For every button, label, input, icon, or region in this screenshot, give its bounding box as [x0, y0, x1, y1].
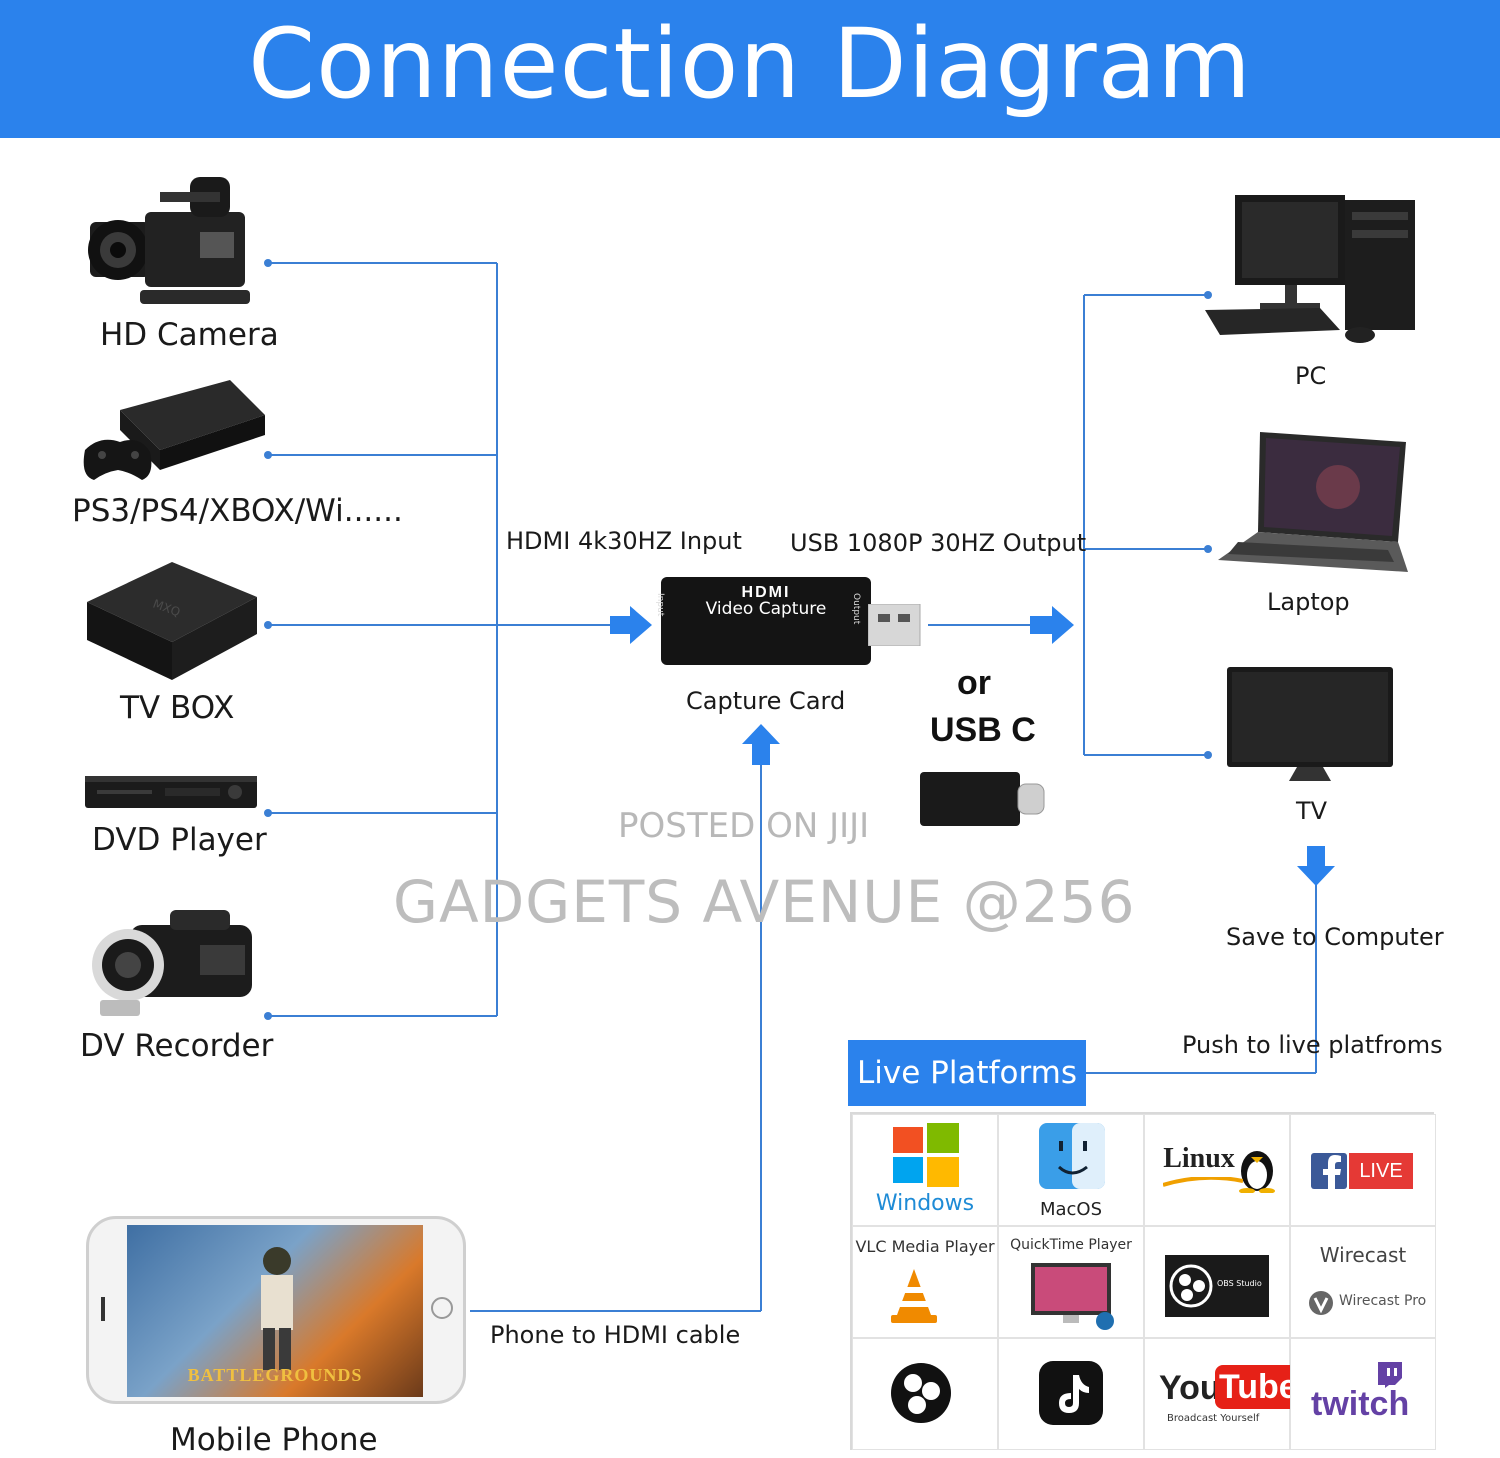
push-to-live-label: Push to live platfroms — [1182, 1031, 1443, 1059]
capture-card-label: Capture Card — [686, 687, 846, 715]
live-platforms-header: Live Platforms — [848, 1040, 1086, 1106]
tv-icon — [1227, 667, 1393, 781]
vlc-label: VLC Media Player — [855, 1237, 995, 1256]
platform-obs — [852, 1338, 998, 1450]
live-platforms-grid: Windows MacOS Linux LIVE — [850, 1112, 1436, 1450]
platform-youtube: You Tube Broadcast Yourself — [1144, 1338, 1302, 1450]
platform-quicktime: QuickTime Player — [998, 1226, 1144, 1338]
input-label-hd-camera: HD Camera — [100, 317, 279, 353]
input-label-console: PS3/PS4/XBOX/Wi...... — [72, 493, 403, 529]
phone-cable-label: Phone to HDMI cable — [490, 1321, 741, 1349]
input-label-tv-box: TV BOX — [120, 690, 235, 726]
facebook-icon — [1311, 1153, 1347, 1189]
capture-card-text: Video Capture — [705, 599, 827, 619]
output-spec-label: USB 1080P 30HZ Output — [790, 529, 1087, 557]
output-label-tv: TV — [1296, 797, 1328, 825]
platform-facebook-live: LIVE — [1290, 1114, 1436, 1226]
phone-game-title: BATTLEGROUNDS — [187, 1365, 363, 1385]
platform-macos: MacOS — [998, 1114, 1144, 1226]
usb-c-adapter-icon — [920, 772, 1045, 826]
phone-speaker — [101, 1297, 105, 1321]
linux-tux-icon — [1239, 1151, 1275, 1193]
wirecast-pro-label: Wirecast Pro — [1339, 1293, 1427, 1309]
or-label: or — [957, 664, 991, 702]
quicktime-monitor-icon — [1031, 1263, 1114, 1330]
input-label-dvd: DVD Player — [92, 822, 267, 858]
dvd-player-icon — [85, 776, 257, 808]
platform-linux: Linux — [1144, 1114, 1290, 1226]
obs-logo-icon — [891, 1363, 951, 1423]
platform-vlc: VLC Media Player — [852, 1226, 998, 1338]
usb-c-label: USB C — [930, 711, 1036, 749]
mobile-phone-device: BATTLEGROUNDS — [86, 1216, 466, 1404]
watermark-gadgets: GADGETS AVENUE @256 — [393, 868, 1136, 936]
linux-label: Linux — [1163, 1143, 1235, 1174]
youtube-you: You — [1159, 1369, 1221, 1407]
phone-home-button — [431, 1297, 453, 1319]
platform-twitch: twitch — [1290, 1338, 1436, 1450]
input-label-dv-recorder: DV Recorder — [80, 1028, 274, 1064]
input-spec-label: HDMI 4k30HZ Input — [506, 527, 742, 555]
platform-windows: Windows — [852, 1114, 998, 1226]
obs-studio-banner-icon — [1165, 1255, 1269, 1317]
windows-label: Windows — [875, 1191, 975, 1216]
macos-finder-icon — [1039, 1123, 1105, 1189]
output-label-pc: PC — [1295, 362, 1327, 390]
obs-studio-label: OBS Studio — [1217, 1279, 1262, 1288]
game-console-icon — [83, 380, 265, 480]
macos-label: MacOS — [1039, 1199, 1103, 1220]
hd-camera-icon — [88, 177, 250, 304]
wirecast-label: Wirecast — [1319, 1243, 1407, 1267]
platform-obs-studio: OBS Studio — [1144, 1226, 1290, 1338]
save-to-computer-label: Save to Computer — [1226, 923, 1444, 951]
camcorder-icon — [92, 910, 252, 1016]
tv-box-icon: MXQ — [87, 562, 257, 680]
facebook-live-badge: LIVE — [1349, 1153, 1413, 1189]
laptop-icon — [1218, 432, 1408, 572]
vlc-cone-icon — [891, 1269, 937, 1323]
mobile-phone-label: Mobile Phone — [170, 1422, 378, 1458]
platform-wirecast: Wirecast Wirecast Pro — [1290, 1226, 1436, 1338]
capture-card-device: HDMI Video Capture Input Output — [655, 577, 871, 665]
youtube-tagline: Broadcast Yourself — [1167, 1413, 1260, 1424]
page-title: Connection Diagram — [248, 8, 1252, 120]
wirecast-pro-icon — [1309, 1291, 1333, 1315]
platform-tiktok — [998, 1338, 1144, 1450]
youtube-tube: Tube — [1215, 1365, 1302, 1409]
windows-logo-icon — [893, 1123, 959, 1187]
output-label-laptop: Laptop — [1267, 588, 1350, 616]
twitch-label: twitch — [1311, 1385, 1410, 1423]
game-character-icon — [261, 1247, 293, 1370]
watermark-posted: POSTED ON JIJI — [618, 806, 870, 846]
header-bar — [0, 0, 1500, 138]
desktop-pc-icon — [1205, 195, 1415, 343]
usb-plug-icon — [868, 604, 921, 646]
capture-card-port-out: Output — [851, 593, 861, 625]
phone-screen: BATTLEGROUNDS — [127, 1225, 423, 1397]
quicktime-label: QuickTime Player — [1010, 1237, 1132, 1253]
twitch-glitch-icon — [1378, 1362, 1402, 1388]
tiktok-icon — [1039, 1361, 1103, 1425]
capture-card-port-in: Input — [655, 593, 665, 617]
capture-card-brand: HDMI — [741, 584, 791, 601]
linux-swoosh-icon — [1163, 1177, 1243, 1187]
